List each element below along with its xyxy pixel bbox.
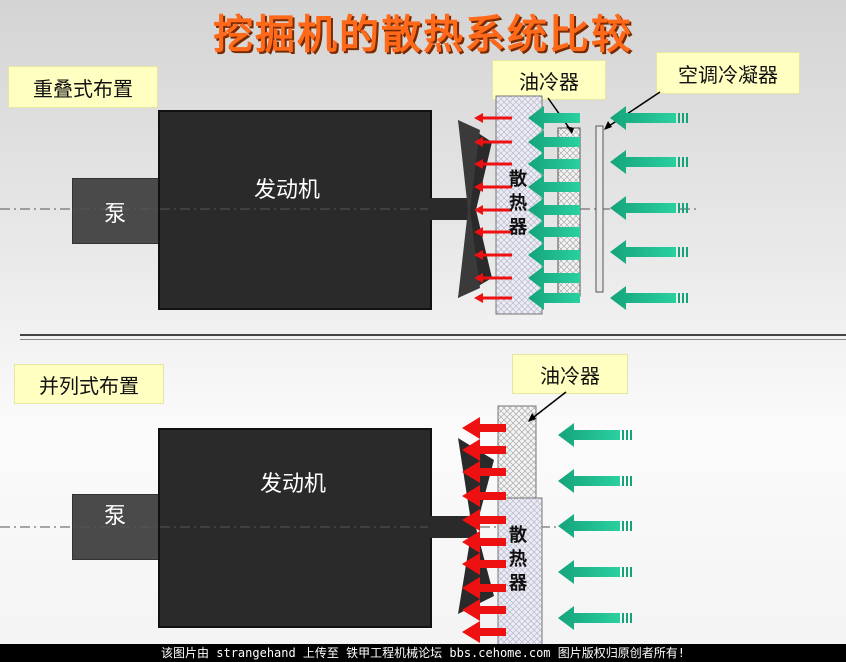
top-cool-air-inner-arrow [528,152,580,176]
top-radiator-char-1: 散 [509,169,527,190]
top-hot-air-arrow [474,205,512,215]
top-ac-condenser [595,125,604,293]
top-radiator-char-3: 器 [509,217,527,238]
section-divider [20,334,846,336]
top-cool-air-arrow [610,240,688,264]
top-radiator-label: 散 热 器 [506,168,530,240]
bottom-layout-label: 并列式布置 [14,364,164,404]
top-hot-air-arrow [474,182,512,192]
bottom-shaft [428,516,472,538]
top-cool-air-inner-arrow [528,130,580,154]
top-cool-air-inner-arrow [528,198,580,222]
bottom-hot-air-arrow [462,485,506,507]
bottom-hot-air-arrow [462,553,506,575]
footer-watermark: 该图片由 strangehand 上传至 铁甲工程机械论坛 bbs.cehome… [0,644,846,662]
top-hot-air-arrow [474,159,512,169]
top-cool-air-inner-arrow [528,286,580,310]
bottom-layout-label-text: 并列式布置 [39,373,139,398]
top-ac-leader [605,91,661,129]
bottom-engine-label: 发动机 [260,472,327,497]
bottom-cool-air-arrow [558,560,632,584]
top-cool-air-arrow [610,106,688,130]
top-hot-air-arrow [474,113,512,123]
top-cool-air-arrow [610,150,688,174]
bottom-hot-air-arrow [462,531,506,553]
bottom-radiator-label: 散 热 器 [506,524,530,596]
bottom-hot-air-arrow [462,621,506,643]
top-cool-air-arrow [610,286,688,310]
top-cool-air-inner-arrow [528,106,580,130]
top-hot-air-arrow [474,250,512,260]
top-cool-air-arrow [610,196,688,220]
top-layout-label: 重叠式布置 [8,66,158,108]
bottom-oil-cooler-leader [529,391,567,421]
bottom-hot-air-arrow [462,599,506,621]
bottom-pump-label: 泵 [104,504,127,529]
top-hot-air-arrow [474,273,512,283]
bottom-oil-cooler-label: 油冷器 [512,354,628,394]
bottom-cool-air-arrow [558,423,632,447]
top-cool-air-inner-arrow [528,243,580,267]
top-cool-air-inner-arrow [528,220,580,244]
bottom-cool-air-arrow [558,469,632,493]
top-hot-air-arrow [474,293,512,303]
top-shaft [428,198,472,220]
top-pump [72,178,162,244]
bottom-oil-cooler-label-text: 油冷器 [540,363,600,388]
top-ac-condenser-label: 空调冷凝器 [656,52,800,94]
top-cool-air-inner-arrow [528,266,580,290]
top-hot-air-arrow [474,137,512,147]
top-radiator-char-2: 热 [509,193,527,214]
bottom-radiator-char-1: 散 [509,525,527,546]
section-divider-thin [20,339,846,340]
top-hot-air-arrow [474,227,512,237]
bottom-hot-air-arrow [462,417,506,439]
bottom-hot-air-arrow [462,577,506,599]
bottom-hot-air-arrow [462,509,506,531]
bottom-radiator-char-2: 热 [509,549,527,570]
top-layout-label-text: 重叠式布置 [33,76,133,101]
top-fan-blade [458,120,480,298]
bottom-hot-air-arrow [462,461,506,483]
top-engine-label: 发动机 [254,178,321,203]
top-ac-condenser-label-text: 空调冷凝器 [678,62,778,87]
bottom-radiator-char-3: 器 [509,573,527,594]
top-pump-label: 泵 [104,202,127,227]
bottom-engine [158,428,432,628]
top-cool-air-inner-arrow [528,175,580,199]
bottom-cool-air-arrow [558,514,632,538]
top-oil-cooler-label-text: 油冷器 [519,69,579,94]
bottom-cool-air-arrow [558,606,632,630]
bottom-hot-air-arrow [462,439,506,461]
page-title: 挖掘机的散热系统比较 [213,11,633,58]
